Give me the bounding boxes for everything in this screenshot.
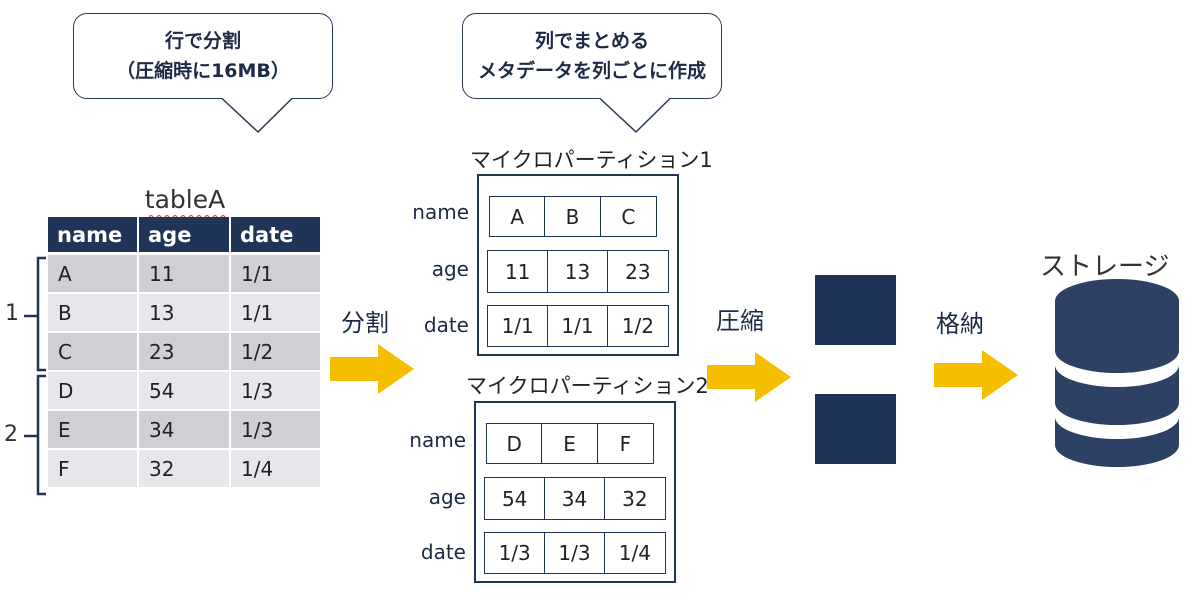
table-cell: 23 — [139, 333, 231, 372]
table-cell: A — [48, 255, 139, 294]
group-label-1: 1 — [5, 301, 19, 326]
table-title: tableA — [144, 185, 226, 214]
callout-split-line2: （圧縮時に16MB） — [116, 60, 290, 82]
group-label-2: 2 — [4, 422, 18, 447]
arrow-store — [934, 350, 1018, 400]
partition-2-row-label-age: age — [428, 485, 466, 509]
arrow-compress — [707, 352, 791, 402]
table-cell: 32 — [139, 450, 231, 489]
step-label-compress: 圧縮 — [716, 307, 764, 335]
table-cell: 34 — [139, 411, 231, 450]
partition-1-age-cells: 11 13 23 — [487, 250, 669, 293]
callout-group-by-column: 列でまとめる メタデータを列ごとに作成 — [462, 13, 722, 99]
table-cell: D — [48, 372, 139, 411]
step-label-store: 格納 — [936, 310, 984, 338]
table-row: A 11 1/1 — [48, 255, 322, 294]
table-row: F 32 1/4 — [48, 450, 322, 489]
partition-1-name-cells: A B C — [489, 196, 657, 237]
table-row: B 13 1/1 — [48, 294, 322, 333]
callout-split-tail — [221, 97, 293, 134]
table-cell: 1/2 — [231, 333, 322, 372]
partition-cell: D — [487, 424, 543, 463]
header-date: date — [231, 217, 322, 255]
partition-cell: 1/4 — [618, 541, 651, 565]
compressed-block-2 — [815, 394, 896, 464]
partition-2-row-label-name: name — [409, 428, 466, 452]
table-cell: 1/3 — [231, 372, 322, 411]
partition-cell: 34 — [545, 478, 605, 519]
partition-1-row-label-date: date — [423, 313, 469, 337]
header-age: age — [139, 217, 231, 255]
callout-columns-line2: メタデータを列ごとに作成 — [477, 60, 706, 82]
table-cell: 1/1 — [231, 294, 322, 333]
partition-cell: 11 — [488, 251, 549, 292]
table-cell: F — [48, 450, 139, 489]
table-cell: 11 — [139, 255, 231, 294]
partition-1-row-label-age: age — [431, 257, 469, 281]
callout-split-line1: 行で分割 — [164, 30, 241, 52]
partition-cell: 1/3 — [485, 533, 546, 573]
table-cell: 1/4 — [231, 450, 322, 489]
partition-cell: 13 — [548, 251, 608, 292]
table-cell: 13 — [139, 294, 231, 333]
partition-1-title: マイクロパーティション1 — [470, 148, 713, 172]
partition-2-row-label-date: date — [420, 540, 466, 564]
partition-1-date-cells: 1/1 1/1 1/2 — [487, 305, 669, 347]
partition-1-row-label-name: name — [412, 200, 469, 224]
partition-2-date-cells: 1/3 1/3 1/4 — [484, 532, 666, 574]
storage-label: ストレージ — [1040, 252, 1170, 282]
database-icon — [1055, 279, 1179, 467]
table-row: C 23 1/2 — [48, 333, 322, 372]
table-cell: E — [48, 411, 139, 450]
partition-cell: 1/1 — [488, 306, 549, 346]
partition-cell: 1/3 — [545, 533, 605, 573]
table-row: E 34 1/3 — [48, 411, 322, 450]
table-cell: C — [48, 333, 139, 372]
partition-cell: 1/1 — [548, 306, 608, 346]
table-cell: 54 — [139, 372, 231, 411]
table-cell: B — [48, 294, 139, 333]
callout-split-by-row: 行で分割 （圧縮時に16MB） — [73, 13, 333, 99]
source-table: name age date A 11 1/1 B 13 1/1 C 23 1/2… — [48, 217, 322, 489]
partition-cell: A — [490, 197, 546, 236]
partition-2-box — [474, 401, 676, 583]
partition-2-name-cells: D E F — [486, 423, 654, 464]
partition-2-age-cells: 54 34 32 — [484, 477, 666, 520]
callout-columns-line1: 列でまとめる — [534, 30, 649, 52]
table-cell: 1/3 — [231, 411, 322, 450]
compressed-block-1 — [815, 275, 896, 345]
partition-cell: 23 — [625, 259, 651, 284]
callout-columns-tail — [599, 97, 671, 134]
partition-1-box — [477, 174, 679, 356]
partition-cell: E — [542, 424, 598, 463]
arrow-split — [330, 344, 414, 394]
table-row: D 54 1/3 — [48, 372, 322, 411]
partition-cell: B — [545, 197, 601, 236]
partition-cell: F — [619, 431, 632, 456]
group-brackets — [24, 256, 46, 496]
partition-cell: 32 — [622, 486, 648, 511]
header-name: name — [48, 217, 139, 255]
partition-2-title: マイクロパーティション2 — [466, 374, 709, 398]
table-header-row: name age date — [48, 217, 322, 255]
partition-cell: C — [621, 204, 636, 229]
table-cell: 1/1 — [231, 255, 322, 294]
partition-cell: 1/2 — [621, 314, 654, 338]
partition-cell: 54 — [485, 478, 546, 519]
step-label-split: 分割 — [341, 309, 389, 337]
